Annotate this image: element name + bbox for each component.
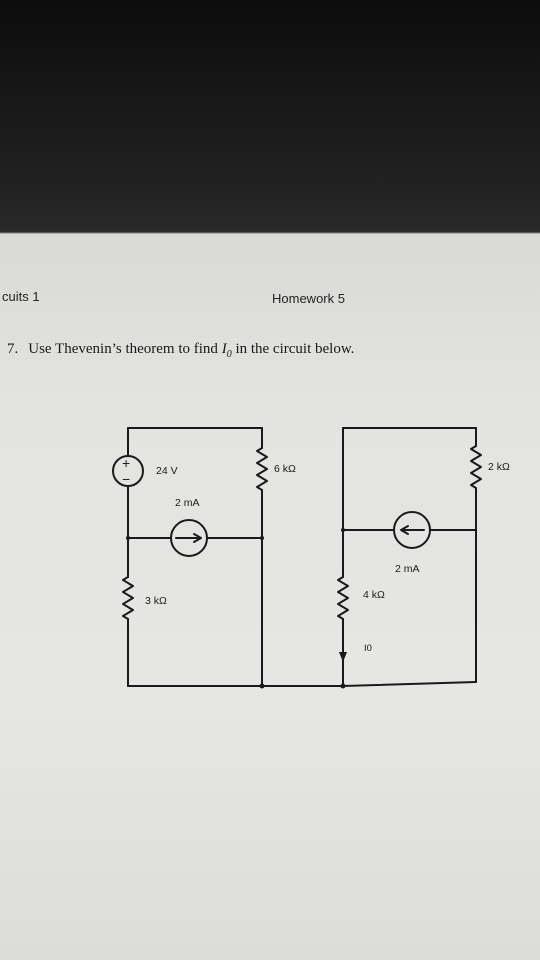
minus-sign: − (122, 471, 130, 487)
output-current-label: I0 (364, 643, 372, 654)
problem-text-after: in the circuit below. (231, 341, 355, 357)
current-source-right-circle (393, 511, 431, 549)
problem-text-before: Use Thevenin’s theorem to find (28, 341, 222, 357)
problem-variable: I0 (221, 341, 232, 360)
node-dot (340, 683, 346, 689)
resistor-3k-zigzag (122, 576, 134, 620)
node-dot (260, 536, 264, 540)
current-source-right-label: 2 mA (395, 563, 420, 575)
resistor-6k-label: 6 kΩ (274, 463, 296, 475)
current-source-left-circle (170, 519, 208, 557)
io-arrowhead-icon (339, 652, 347, 662)
plus-sign: + (122, 455, 130, 471)
arrow-right-icon (175, 533, 202, 543)
current-source-left-label: 2 mA (175, 497, 200, 509)
node-dot (126, 536, 130, 540)
problem-number: 7. (7, 341, 19, 357)
node-dot (259, 683, 265, 689)
circuit-diagram: + − 24 V 2 mA 6 kΩ 2 kΩ 2 mA 3 kΩ 4 kΩ I… (112, 427, 510, 689)
resistor-3k-label: 3 kΩ (145, 595, 167, 607)
resistor-6k-zigzag (256, 447, 268, 491)
wire-bottom (127, 681, 477, 687)
problem-statement: 7. Use Thevenin’s theorem to find I0 in t… (7, 341, 354, 360)
resistor-4k-label: 4 kΩ (363, 589, 385, 601)
arrow-left-icon (400, 525, 425, 535)
node-dot (341, 528, 345, 532)
resistor-2k-label: 2 kΩ (488, 461, 510, 473)
resistor-4k-zigzag (337, 576, 349, 620)
voltage-source-circle (112, 455, 144, 487)
homework-page: cuits 1 Homework 5 7. Use Thevenin’s theo… (0, 233, 540, 960)
resistor-2k-zigzag (470, 445, 482, 489)
voltage-source-label: 24 V (156, 465, 178, 477)
homework-title: Homework 5 (272, 291, 345, 306)
course-header: cuits 1 (2, 289, 40, 304)
